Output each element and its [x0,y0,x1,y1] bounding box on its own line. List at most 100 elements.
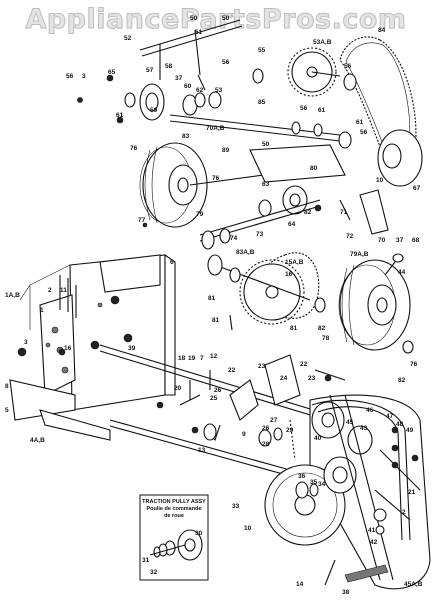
label-11: 11 [60,287,67,294]
label-36: 36 [298,473,306,480]
label-18: 18 [178,355,186,362]
label-10a: 10 [376,177,384,184]
label-61b: 61 [356,119,364,126]
label-65: 65 [108,69,116,76]
label-26a: 26 [214,387,222,394]
label-56c: 56 [300,105,308,112]
label-61a: 61 [116,112,124,119]
label-5: 5 [5,407,9,414]
label-64: 64 [288,221,296,228]
label-6: 6 [170,259,174,266]
label-53a: 53 [215,87,223,94]
upper-sprocket [287,47,337,97]
label-44: 44 [398,269,406,276]
label-77: 77 [138,217,146,224]
traction-pulley-inset: TRACTION PULLY ASSY Poulie de commande d… [139,494,209,581]
label-23b: 23 [308,375,316,382]
label-1ab: 1A,B [5,292,20,299]
label-25: 25 [210,395,218,402]
label-55: 55 [258,47,266,54]
label-62: 62 [196,87,204,94]
label-81b: 81 [212,317,220,324]
label-13: 13 [198,447,206,454]
label-47: 47 [386,413,394,420]
label-52: 52 [124,35,132,42]
drive-chain-lower [258,252,320,319]
part-number-labels: 50 50 51 52 53A,B 84 56 3 65 57 58 37 55… [5,15,423,596]
label-68: 68 [412,237,420,244]
label-49: 49 [406,427,414,434]
label-82c: 82 [398,377,406,384]
label-48: 48 [396,421,404,428]
label-56a: 56 [66,73,74,80]
upper-wheel [139,142,301,228]
label-76a: 76 [130,145,138,152]
label-56b: 56 [222,59,230,66]
label-59: 59 [150,107,158,114]
label-35: 35 [310,479,318,486]
upper-drive-assembly [77,19,423,187]
inset-label-31: 31 [142,557,150,564]
label-83: 83 [182,133,190,140]
label-76b: 76 [410,361,418,368]
label-79ab: 79A,B [350,251,369,258]
label-3a: 3 [82,73,86,80]
label-24: 24 [280,375,288,382]
label-89: 89 [222,147,230,154]
label-38: 38 [342,589,350,596]
label-50: 50 [190,15,198,22]
label-53ab: 53A,B [313,39,332,46]
label-19: 19 [188,355,196,362]
label-56-top: 56 [344,63,352,70]
label-83ab: 83A,B [236,249,255,256]
label-2b: 2 [402,509,406,516]
label-76-wheel: 76 [212,175,220,182]
label-14: 14 [296,581,304,588]
label-26b: 26 [262,425,270,432]
main-frame [9,253,176,441]
inset-title: TRACTION PULLY ASSY [142,499,206,505]
label-50-mid: 50 [262,141,270,148]
label-45ab: 45A,B [404,581,423,588]
label-39: 39 [128,345,136,352]
label-60: 60 [184,83,192,90]
label-57: 57 [146,67,154,74]
label-33: 33 [232,503,240,510]
label-9: 9 [242,431,246,438]
label-46: 46 [366,407,374,414]
inset-label-30: 30 [195,530,203,537]
label-37a: 37 [175,75,183,82]
label-23: 23 [258,363,266,370]
label-1a: 1 [40,307,44,314]
label-28: 28 [262,441,270,448]
label-45: 45 [346,419,354,426]
label-81a: 81 [208,295,216,302]
label-41: 41 [368,527,376,534]
label-4ab: 4A,B [30,437,45,444]
watermark-text: AppliancePartsPros.com [25,4,407,36]
label-79a: 79 [196,211,204,218]
label-73: 73 [256,231,264,238]
label-2: 2 [48,287,52,294]
label-3b: 3 [24,339,28,346]
label-16: 16 [64,345,72,352]
label-20: 20 [174,385,182,392]
label-12: 12 [210,353,218,360]
label-37b: 37 [396,237,404,244]
label-80: 80 [310,165,318,172]
shaft-85 [169,114,341,136]
label-29: 29 [286,427,294,434]
label-27: 27 [270,417,278,424]
label-42: 42 [370,539,378,546]
label-72: 72 [346,233,354,240]
label-22a: 22 [228,367,236,374]
label-82b: 82 [318,325,326,332]
label-10b: 10 [244,525,252,532]
label-43: 43 [360,425,368,432]
middle-shaft-assembly [142,144,389,250]
label-63: 63 [262,181,270,188]
label-81-lower: 81 [290,325,298,332]
label-8: 8 [5,383,9,390]
label-15ab: 15A,B [285,259,304,266]
